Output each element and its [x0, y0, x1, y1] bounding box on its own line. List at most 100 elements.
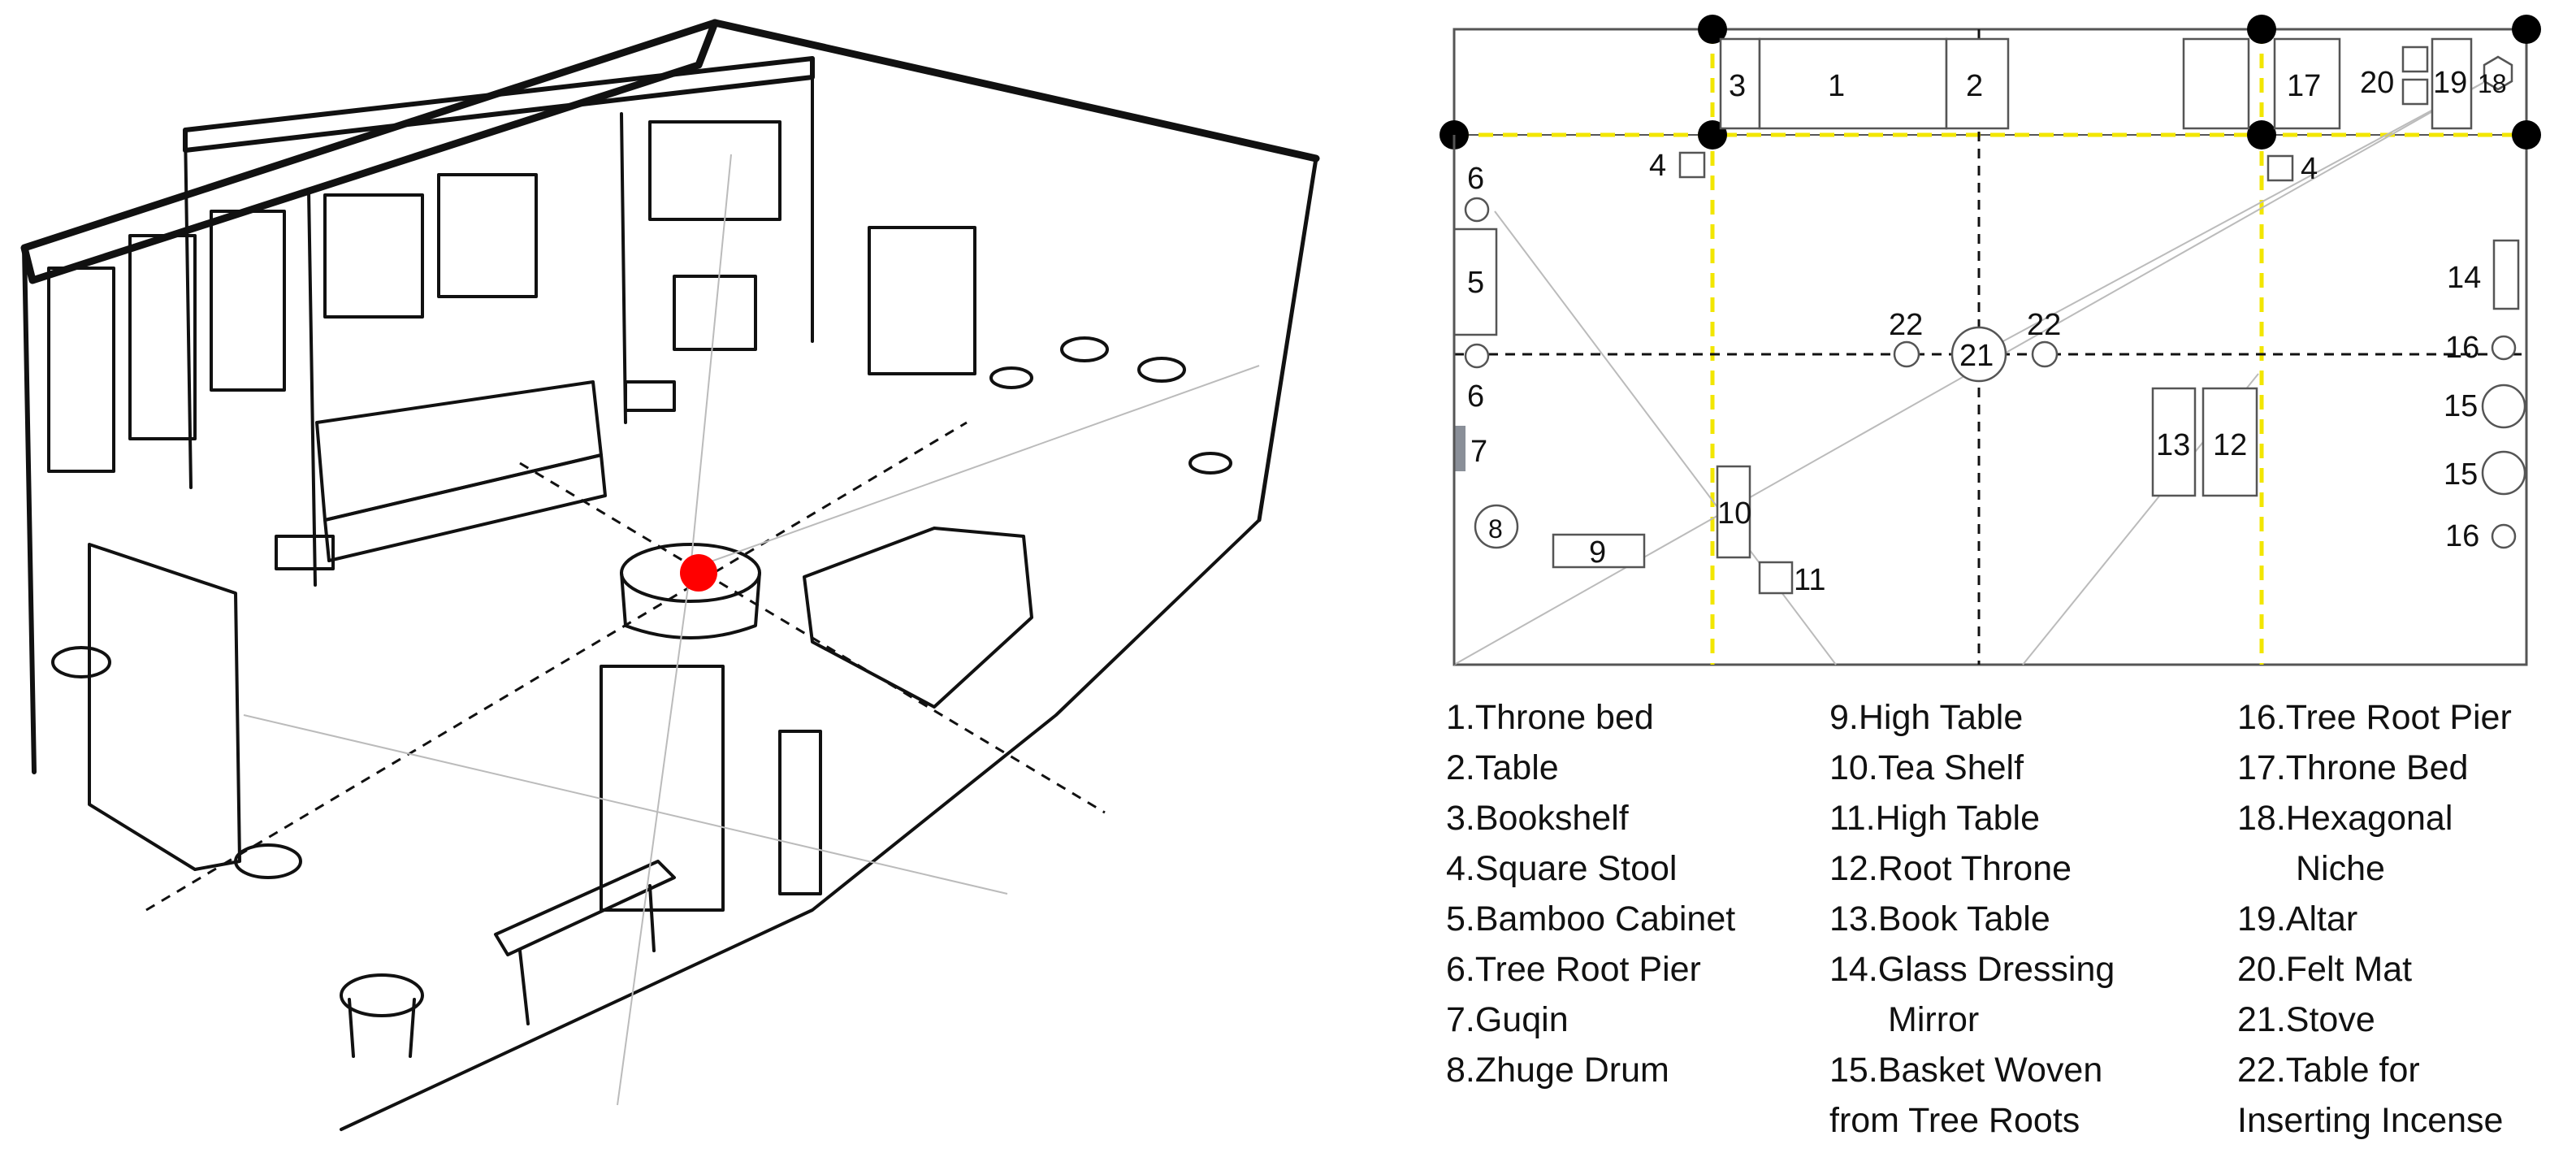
plan-label-8: 8 — [1488, 514, 1503, 544]
legend-item: 6.Tree Root Pier — [1446, 950, 1701, 989]
plan-label-4a: 4 — [1649, 149, 1666, 183]
plan-label-14: 14 — [2447, 261, 2481, 295]
plan-label-22a: 22 — [1889, 308, 1923, 342]
legend-item: 16.Tree Root Pier — [2237, 698, 2512, 737]
column-dot — [2512, 120, 2541, 150]
legend-item: 1.Throne bed — [1446, 698, 1654, 737]
tea-shelf-sketch — [600, 665, 725, 912]
stove-21 — [1950, 326, 2007, 383]
table-2 — [1945, 37, 2010, 130]
lattice-panel — [437, 173, 538, 298]
column-dot — [2247, 120, 2276, 150]
plan-label-3: 3 — [1729, 69, 1746, 103]
legend-item: 19.Altar — [2237, 899, 2358, 938]
left-corner — [22, 245, 37, 774]
plan-label-5: 5 — [1467, 266, 1484, 300]
glass-mirror-sketch — [868, 226, 976, 375]
partition-post — [620, 112, 627, 424]
legend-item: 22.Table for — [2237, 1051, 2420, 1090]
plan-label-19: 19 — [2433, 66, 2467, 100]
plan-label-9: 9 — [1589, 535, 1606, 570]
altar-19 — [2431, 37, 2473, 130]
plan-label-20: 20 — [2360, 66, 2394, 100]
legend-item-continued: Mirror — [1888, 1000, 1980, 1039]
tree-root-pier-sketch — [234, 843, 302, 879]
legend-item: 9.High Table — [1829, 698, 2024, 737]
plan-label-1: 1 — [1828, 69, 1845, 103]
sight-line — [1494, 210, 1837, 665]
zhuge-drum-8 — [1474, 504, 1519, 549]
plan-label-6a: 6 — [1467, 162, 1484, 196]
legend-item: 7.Guqin — [1446, 1000, 1569, 1039]
viewpoint-marker — [680, 554, 717, 592]
legend-column-1: 1.Throne bed 2.Table 3.Bookshelf 4.Squar… — [1446, 692, 1820, 1095]
tea-shelf-10 — [1716, 465, 1751, 559]
column-dot — [2512, 15, 2541, 44]
root-throne-sketch — [803, 527, 1033, 709]
mirror-14 — [2492, 239, 2520, 310]
lattice-panel — [47, 267, 115, 473]
incense-table-22b — [2031, 340, 2059, 368]
small-stool-sketch — [1137, 357, 1186, 383]
throne-bed-1 — [1758, 37, 1948, 130]
tree-root-pier-6b — [1464, 343, 1490, 369]
plan-label-18: 18 — [2478, 69, 2507, 98]
square-stool-sketch — [624, 380, 676, 412]
lattice-panel — [128, 234, 197, 440]
basket-15a — [2481, 384, 2526, 429]
incense-table-22a — [1893, 340, 1920, 368]
square-stool-4b — [2266, 154, 2294, 182]
legend-item: 14.Glass Dressing — [1829, 950, 2115, 989]
axis-dashed-line — [519, 462, 1106, 814]
pedestal-sketch — [778, 730, 822, 895]
felt-mat-20b — [2401, 78, 2429, 106]
lattice-panel — [648, 120, 781, 221]
sight-line — [617, 568, 691, 1106]
round-stool-sketch — [340, 973, 424, 1017]
legend-column-3: 16.Tree Root Pier 17.Throne Bed 18.Hexag… — [2237, 692, 2576, 1146]
partition-post — [307, 189, 317, 587]
legend-column-2: 9.High Table 10.Tea Shelf 11.High Table … — [1829, 692, 2219, 1146]
right-wall-edge — [1257, 156, 1318, 522]
legend-item: 17.Throne Bed — [2237, 748, 2469, 787]
legend-item: 15.Basket Woven — [1829, 1051, 2103, 1090]
tree-root-pier-sketch — [51, 646, 111, 678]
axis-dashed-line — [145, 421, 968, 912]
floor-edge — [340, 518, 1261, 1131]
partition-post — [184, 128, 193, 489]
legend-item: 2.Table — [1446, 748, 1559, 787]
bookshelf-sketch — [673, 275, 757, 351]
cabinet-back — [2182, 37, 2250, 130]
plan-label-22b: 22 — [2027, 308, 2061, 342]
high-table-11 — [1758, 561, 1794, 595]
room-perspective-sketch — [20, 19, 1320, 1131]
column-dot — [1698, 15, 1727, 44]
plan-label-11: 11 — [1794, 563, 1825, 597]
legend-item: 5.Bamboo Cabinet — [1446, 899, 1736, 938]
legend-item: Mirror — [1829, 995, 2219, 1045]
plan-label-10: 10 — [1717, 496, 1751, 531]
plan-label-16a: 16 — [2445, 331, 2479, 365]
felt-mat-20a — [2401, 46, 2429, 73]
bamboo-cabinet-sketch — [88, 543, 241, 871]
legend-item: from Tree Roots — [1829, 1101, 2080, 1140]
small-stool-sketch — [989, 366, 1033, 389]
legend-item: Inserting Incense — [2237, 1101, 2504, 1140]
square-stool-sketch — [275, 535, 335, 570]
high-table-sketch — [494, 860, 676, 956]
small-stool-sketch — [1188, 452, 1232, 475]
sight-line — [690, 154, 732, 570]
legend-item: Niche — [2237, 843, 2576, 894]
legend-item: 18.Hexagonal — [2237, 799, 2453, 838]
legend-item: 21.Stove — [2237, 1000, 2375, 1039]
legend-item: 3.Bookshelf — [1446, 799, 1629, 838]
legend-item-continued: Niche — [2296, 849, 2385, 888]
lattice-panel — [210, 210, 286, 392]
tree-root-pier-16b — [2491, 523, 2517, 549]
square-stool-4a — [1678, 151, 1706, 179]
sight-line — [1978, 80, 2487, 355]
furniture-legend: 1.Throne bed 2.Table 3.Bookshelf 4.Squar… — [1446, 692, 2576, 1147]
plan-label-4b: 4 — [2301, 152, 2318, 186]
plan-label-2: 2 — [1966, 69, 1983, 103]
plan-label-7: 7 — [1470, 435, 1487, 469]
